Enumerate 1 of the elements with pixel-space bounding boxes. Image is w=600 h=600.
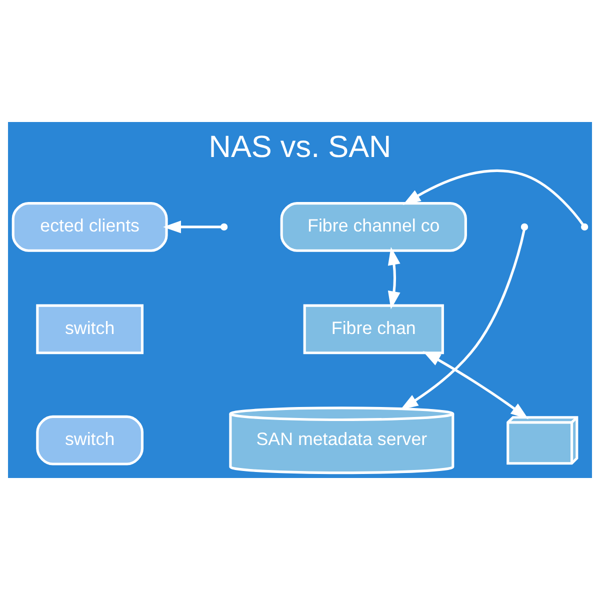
diagram-title: NAS vs. SAN <box>208 128 392 164</box>
